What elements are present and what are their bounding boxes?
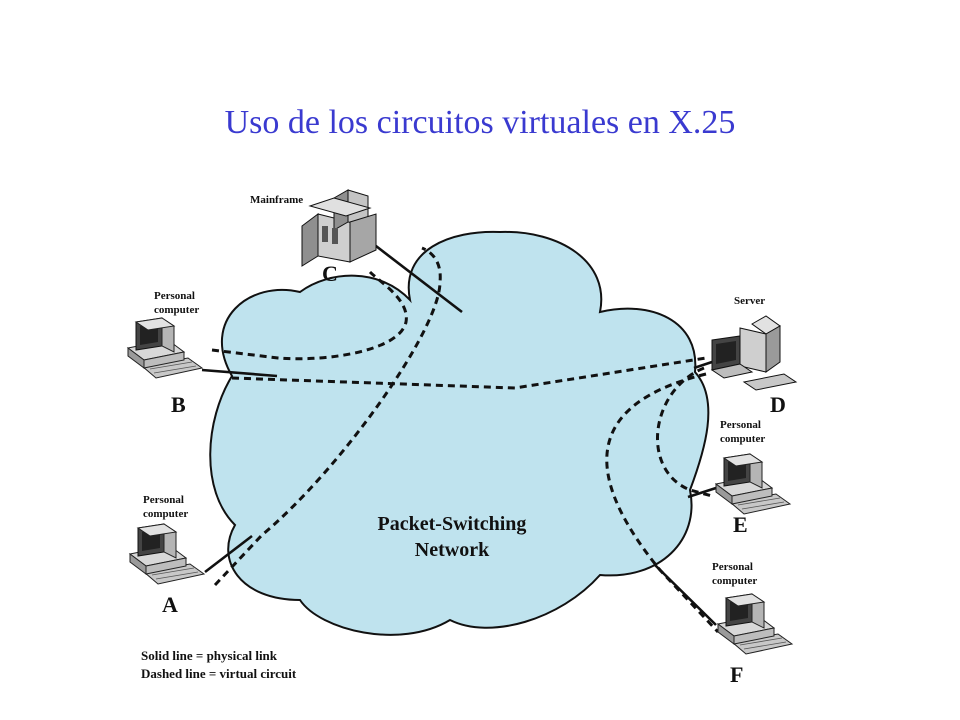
physical-link-f	[654, 564, 717, 626]
virtual-circuit-d-f	[605, 372, 720, 634]
mainframe-icon	[301, 189, 377, 267]
virtual-circuit-d-e	[656, 366, 713, 498]
device-label-f-line1: Personal	[712, 561, 753, 573]
device-label-a-line1: Personal	[143, 494, 184, 506]
device-label-a-line2: computer	[143, 508, 188, 520]
virtual-circuit-a-c	[213, 246, 442, 587]
network-cloud	[209, 230, 710, 636]
personal-computer-icon-b	[127, 317, 203, 379]
personal-computer-icon-f	[717, 593, 793, 655]
physical-link-a	[204, 534, 253, 574]
node-letter-f: F	[730, 662, 743, 687]
network-label-line1: Packet-Switching	[378, 513, 527, 535]
node-letter-a: A	[162, 592, 178, 617]
device-label-b-line2: computer	[154, 304, 199, 316]
physical-link-c	[371, 241, 463, 314]
virtual-circuit-b-d	[231, 356, 707, 390]
node-letter-e: E	[733, 512, 748, 537]
legend-dashed: Dashed line = virtual circuit	[141, 666, 297, 681]
virtual-circuit-b-c	[211, 270, 408, 361]
node-letter-c: C	[322, 261, 338, 286]
device-label-e-line1: Personal	[720, 419, 761, 431]
node-letter-d: D	[770, 392, 786, 417]
device-label-b-line1: Personal	[154, 290, 195, 302]
physical-link-b	[201, 368, 278, 378]
network-label-line2: Network	[415, 539, 490, 561]
physical-link-d	[693, 360, 713, 370]
device-label-f-line2: computer	[712, 575, 757, 587]
slide-title: Uso de los circuitos virtuales en X.25	[224, 104, 736, 141]
personal-computer-icon-a	[129, 523, 205, 585]
server-icon	[710, 315, 798, 391]
physical-link-e	[687, 486, 717, 499]
legend-solid: Solid line = physical link	[141, 648, 278, 663]
device-label-c: Mainframe	[250, 194, 303, 206]
personal-computer-icon-e	[715, 453, 791, 515]
node-letter-b: B	[171, 392, 186, 417]
device-label-d: Server	[734, 295, 765, 307]
device-label-e-line2: computer	[720, 433, 765, 445]
